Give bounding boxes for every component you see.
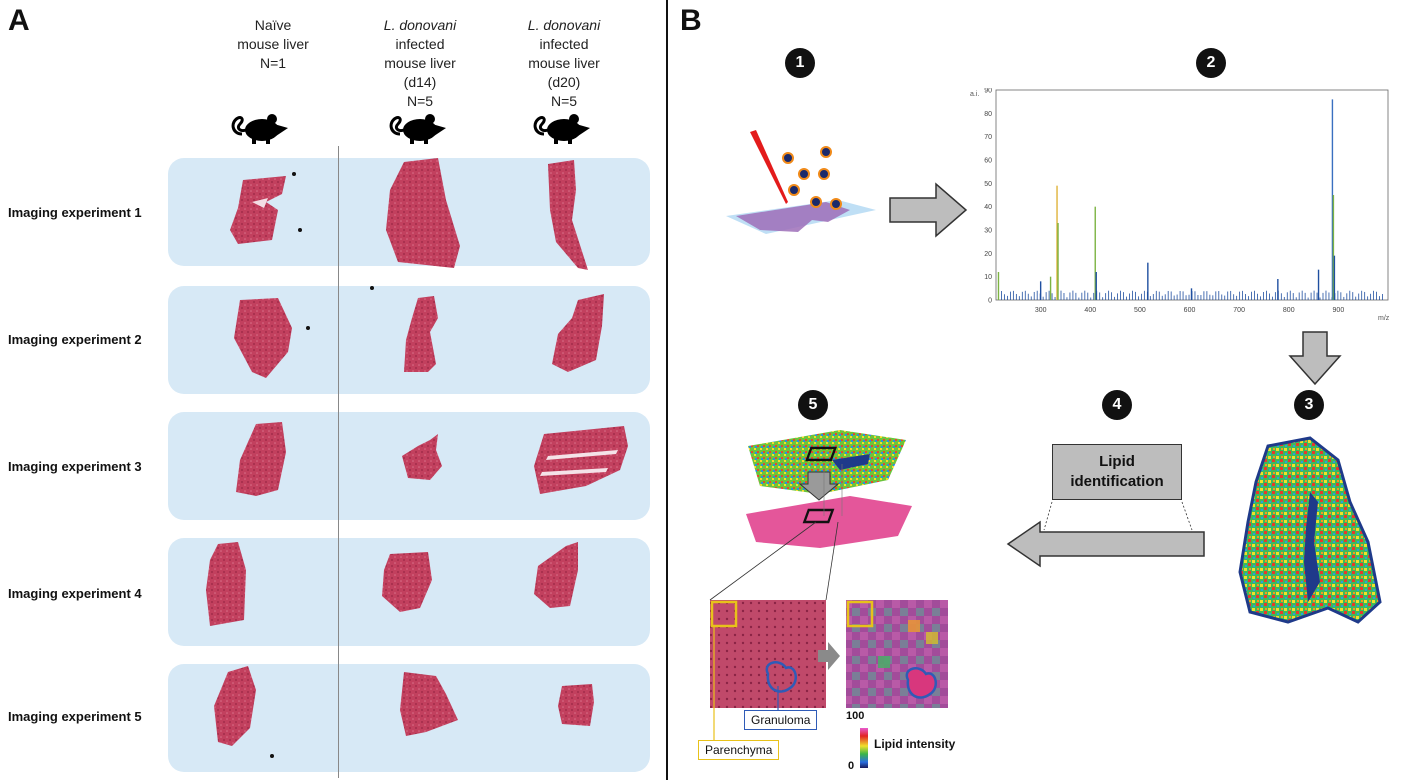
panel-b-letter: B (680, 4, 702, 37)
spectrum-y-tick: 60 (984, 158, 992, 165)
step-number-3: 3 (1294, 390, 1324, 420)
scale-title: Lipid intensity (874, 737, 956, 751)
spectrum-x-tick: 500 (1134, 307, 1146, 314)
spectrum-y-tick: 20 (984, 251, 992, 258)
row-label-experiment-3: Imaging experiment 3 (8, 459, 142, 474)
spectrum-y-tick: 30 (984, 228, 992, 235)
tissue-section (214, 666, 256, 746)
arrow-down (1288, 331, 1342, 386)
tissue-section (534, 542, 578, 608)
spectrum-y-tick: 10 (984, 274, 992, 281)
tissue-section (382, 552, 432, 612)
ion-image-map (1238, 436, 1382, 624)
lipid-identification-box: Lipid identification (1052, 444, 1182, 500)
column-header-d14: L. donovani infected mouse liver (d14) N… (383, 17, 457, 109)
row-label-experiment-2: Imaging experiment 2 (8, 332, 142, 347)
tissue-sections-grid (206, 158, 628, 758)
row-label-experiment-5: Imaging experiment 5 (8, 709, 142, 724)
step-number-2: 2 (1196, 48, 1226, 78)
tissue-section (548, 160, 588, 270)
tissue-section (558, 684, 594, 726)
arrow-right (889, 182, 968, 238)
tissue-section (552, 294, 604, 372)
spectrum-x-tick: 600 (1184, 307, 1196, 314)
maldi-laser-illustration (726, 130, 876, 234)
spectrum-y-tick: 50 (984, 181, 992, 188)
column-header-d20: L. donovani infected mouse liver (d20) N… (527, 17, 601, 109)
panel-a-letter: A (8, 4, 30, 37)
spectrum-y-tick: 40 (984, 204, 992, 211)
parenchyma-label: Parenchyma (698, 740, 780, 760)
tissue-section (236, 422, 286, 496)
tissue-section (230, 176, 286, 244)
row-label-experiment-1: Imaging experiment 1 (8, 205, 142, 220)
tissue-section (234, 298, 292, 378)
mass-spectrum-plot: a.i. 0 10 20 30 40 50 60 70 80 90 300 400 500 600 700… (970, 88, 1390, 322)
mouse-icon (389, 114, 446, 144)
column-header-naive: Naïve mouse liver N=1 (237, 17, 309, 71)
panel-divider (666, 0, 668, 780)
scale-min-label: 0 (848, 760, 855, 772)
mouse-icon (231, 114, 288, 144)
spectrum-x-tick: 900 (1333, 307, 1345, 314)
row-label-experiment-4: Imaging experiment 4 (8, 586, 142, 601)
step-number-4: 4 (1102, 390, 1132, 420)
spectrum-x-unit: m/z (1378, 315, 1390, 322)
spectrum-y-tick: 90 (984, 88, 992, 95)
tissue-section (404, 296, 438, 372)
group-separator-line (338, 146, 339, 778)
step-number-1: 1 (785, 48, 815, 78)
tissue-section (534, 426, 628, 494)
tissue-section (386, 158, 460, 268)
spectrum-x-tick: 800 (1283, 307, 1295, 314)
scale-max-label: 100 (846, 710, 865, 722)
spectrum-y-unit: a.i. (970, 91, 979, 98)
tissue-section (402, 434, 442, 480)
spectrum-y-tick: 70 (984, 134, 992, 141)
spectrum-x-tick: 700 (1233, 307, 1245, 314)
arrow-left (1006, 501, 1205, 568)
tissue-section (400, 672, 458, 736)
mouse-icon (533, 114, 590, 144)
spectrum-x-tick: 400 (1084, 307, 1096, 314)
spectrum-y-tick: 0 (988, 298, 992, 305)
step-number-5: 5 (798, 390, 828, 420)
tissue-section (206, 542, 246, 626)
spectrum-y-tick: 80 (984, 111, 992, 118)
granuloma-label: Granuloma (744, 710, 818, 730)
histology-overlay-figure (709, 430, 948, 768)
spectrum-x-tick: 300 (1035, 307, 1047, 314)
